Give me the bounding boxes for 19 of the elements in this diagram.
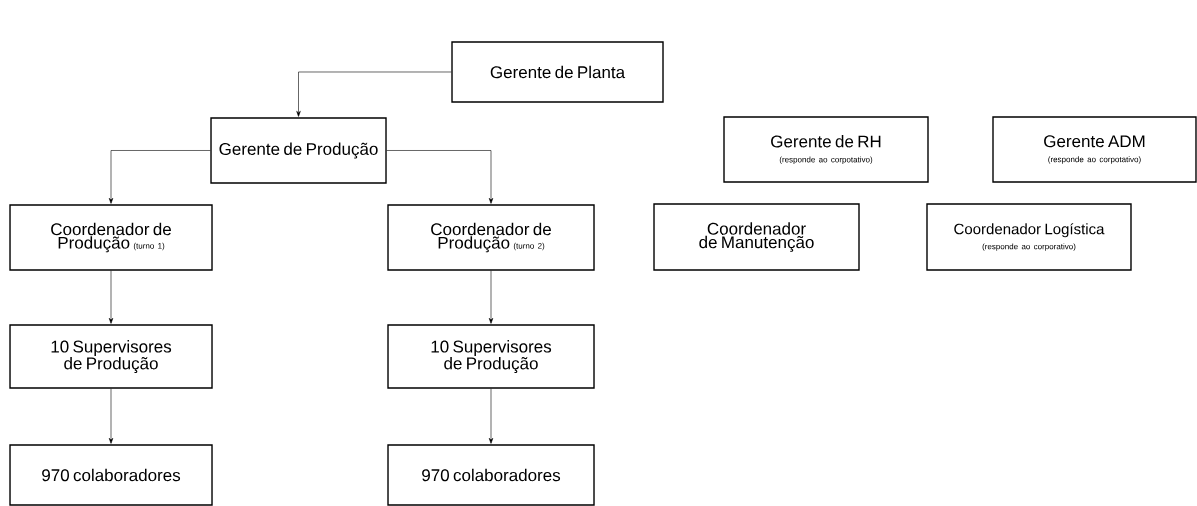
org-box: Gerente de RH (responde ao corpotativo) bbox=[723, 116, 929, 183]
org-box: 10 Supervisores de Produção bbox=[387, 324, 595, 389]
org-box: Gerente de Produção bbox=[210, 117, 387, 184]
arrow bbox=[296, 71, 452, 117]
org-box: 970 colaboradores bbox=[387, 444, 595, 506]
arrow bbox=[108, 388, 114, 444]
org-box: Coordenador Logística (responde ao corporativo) bbox=[926, 203, 1132, 271]
arrow bbox=[108, 150, 211, 204]
org-box: 970 colaboradores bbox=[9, 444, 213, 506]
arrow bbox=[488, 388, 494, 444]
arrow bbox=[488, 270, 494, 324]
org-box: Gerente de Planta bbox=[451, 41, 664, 103]
org-box: Gerente ADM (responde ao corpotativo) bbox=[992, 116, 1197, 183]
arrow bbox=[108, 270, 114, 324]
org-box: 10 Supervisores de Produção bbox=[9, 324, 213, 389]
org-box: Coordenador de Produção (turno 2) bbox=[387, 204, 595, 271]
org-box: Coordenador de Manutenção bbox=[653, 203, 860, 271]
arrow bbox=[386, 150, 494, 204]
org-box: Coordenador de Produção (turno 1) bbox=[9, 204, 213, 271]
